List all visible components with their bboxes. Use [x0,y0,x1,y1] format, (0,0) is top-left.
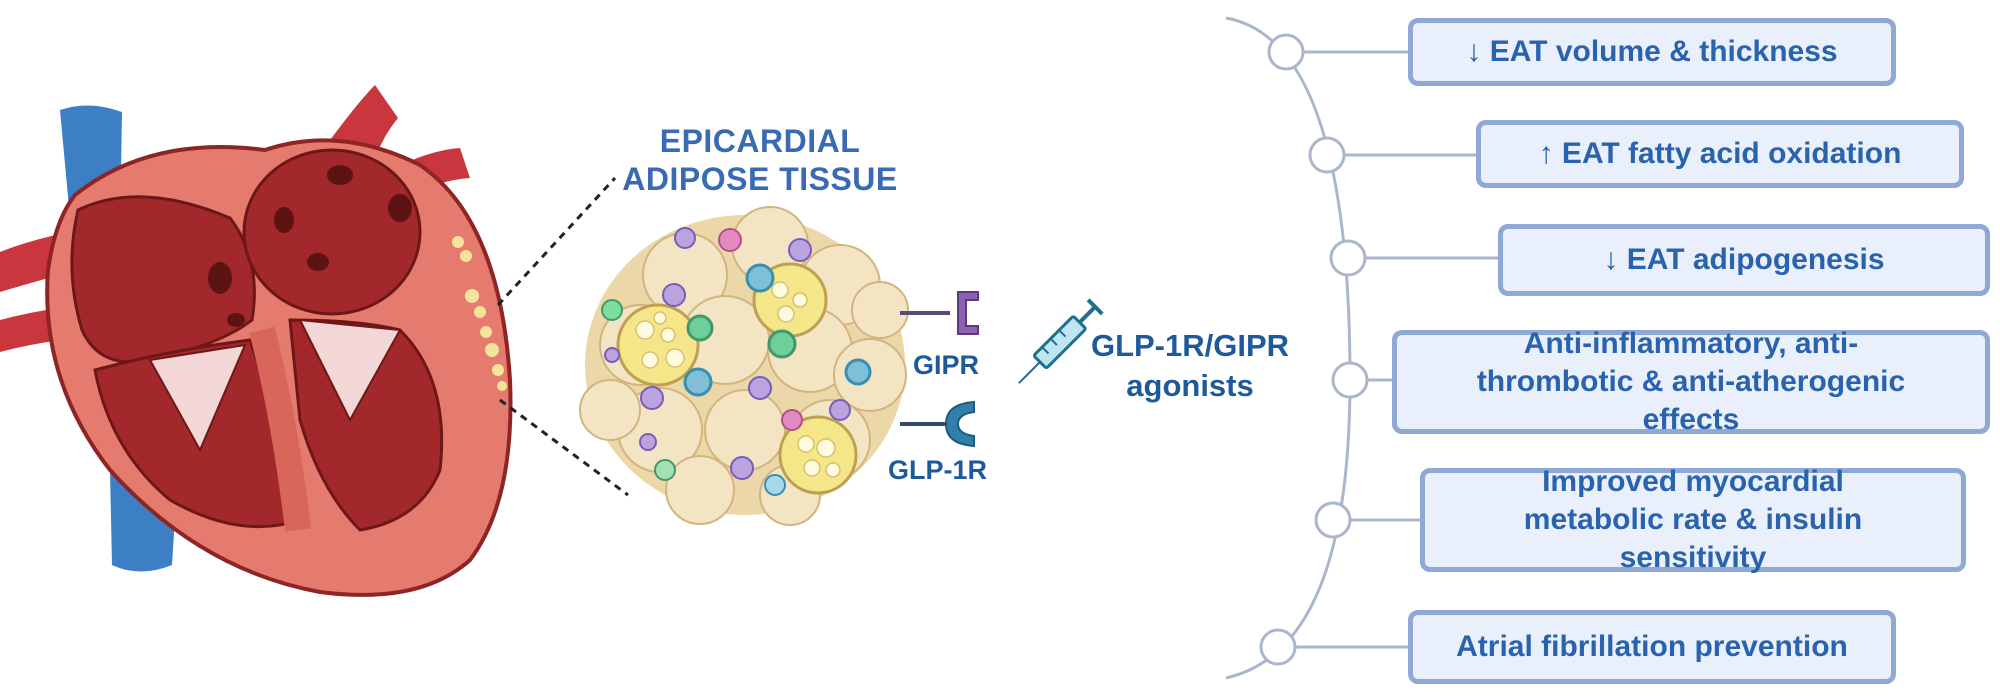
effect-text: Anti-inflammatory, anti- [1523,327,1859,360]
zoom-line-top [496,176,617,307]
drug-label-line1: GLP-1R/GIPR [1090,328,1290,363]
right-atrium [70,195,256,364]
effect-text: sensitivity [1619,541,1767,574]
effect-box-myocardial-metabolism: Improved myocardial metabolic rate & ins… [1420,465,1966,574]
effect-text: metabolic rate & insulin [1523,503,1863,536]
vessel-opening [227,313,245,327]
gipr-receptor-icon [900,291,979,335]
effect-box-fatty-acid-oxidation: ↑ EAT fatty acid oxidation [1476,120,1964,188]
drug-label-line2: agonists [1126,368,1254,403]
effect-text: ↓ EAT adipogenesis [1603,243,1885,276]
vessel-opening [307,253,329,271]
immune-cells [601,227,872,496]
drug-label: GLP-1R/GIPR agonists [1070,326,1310,406]
effect-text: ↓ EAT volume & thickness [1466,35,1838,68]
vessel-opening [274,207,294,233]
glp1r-label: GLP-1R [888,455,988,485]
effect-text: effects [1642,403,1740,436]
bracket-nodes [1259,33,1369,666]
zoom-line-bottom [499,398,629,497]
syringe-icon [1018,298,1104,384]
effect-text: ↑ EAT fatty acid oxidation [1538,137,1902,170]
vessel-opening [388,194,412,222]
effect-text: Atrial fibrillation prevention [1456,630,1848,663]
vessel-opening [327,165,353,185]
effect-box-adipogenesis: ↓ EAT adipogenesis [1498,224,1990,296]
epicardial-fat-dots [452,236,507,391]
lipid-droplet-cells [616,262,858,495]
adipose-tissue-illustration [579,206,909,526]
left-atrium [242,148,422,316]
heart-illustration [0,85,513,597]
eat-title-line2: ADIPOSE TISSUE [622,161,898,197]
gipr-label: GIPR [913,350,980,380]
eat-title: EPICARDIAL ADIPOSE TISSUE [560,122,960,198]
mitral-valve [298,318,402,423]
effect-text: Improved myocardial [1542,465,1844,498]
effect-box-anti-inflammatory: Anti-inflammatory, anti- thrombotic & an… [1392,327,1990,436]
effect-box-eat-volume: ↓ EAT volume & thickness [1408,18,1896,86]
glp1r-receptor-icon [900,400,975,448]
effect-box-af-prevention: Atrial fibrillation prevention [1408,610,1896,684]
vessel-opening [208,262,232,294]
septum [249,326,311,532]
effect-text: thrombotic & anti-atherogenic [1476,365,1906,398]
tricuspid-valve [148,343,247,453]
eat-title-line1: EPICARDIAL [659,123,861,159]
